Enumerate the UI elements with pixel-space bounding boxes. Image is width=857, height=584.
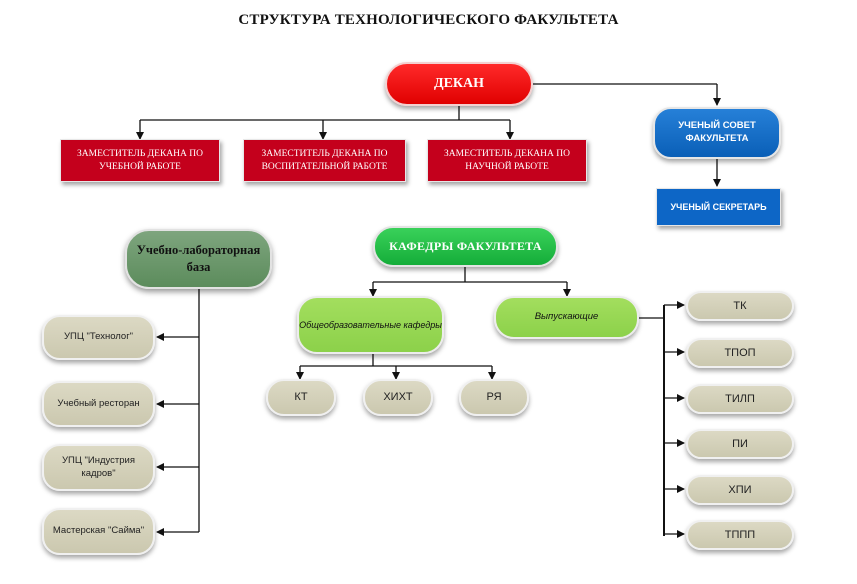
council-node: УЧЕНЫЙ СОВЕТ ФАКУЛЬТЕТА [653, 107, 781, 159]
dept-rya: РЯ [459, 379, 529, 416]
lab-item-saima: Мастерская "Сайма" [42, 508, 155, 555]
lab-item-tekhnolog: УПЦ "Технолог" [42, 315, 155, 360]
graduating-departments-node: Выпускающие [494, 296, 639, 339]
dept-tpop: ТПОП [686, 338, 794, 368]
lab-item-industriya: УПЦ "Индустрия кадров" [42, 444, 155, 491]
dept-hiht: ХИХТ [363, 379, 433, 416]
page-title: СТРУКТУРА ТЕХНОЛОГИЧЕСКОГО ФАКУЛЬТЕТА [238, 12, 619, 28]
dept-tk: ТК [686, 291, 794, 321]
departments-node: КАФЕДРЫ ФАКУЛЬТЕТА [373, 226, 558, 267]
dept-pi: ПИ [686, 429, 794, 459]
lab-item-restaurant: Учебный ресторан [42, 381, 155, 427]
dept-kt: КТ [266, 379, 336, 416]
dept-tilp: ТИЛП [686, 384, 794, 414]
dean-node: ДЕКАН [385, 62, 533, 106]
general-departments-node: Общеобразовательные кафедры [297, 296, 444, 354]
deputy-upbringing-node: ЗАМЕСТИТЕЛЬ ДЕКАНА ПО ВОСПИТАТЕЛЬНОЙ РАБ… [243, 139, 406, 182]
lab-base-node: Учебно-лабораторная база [125, 229, 272, 289]
dept-tppp: ТППП [686, 520, 794, 550]
deputy-science-node: ЗАМЕСТИТЕЛЬ ДЕКАНА ПО НАУЧНОЙ РАБОТЕ [427, 139, 587, 182]
dept-hpi: ХПИ [686, 475, 794, 505]
deputy-academic-node: ЗАМЕСТИТЕЛЬ ДЕКАНА ПО УЧЕБНОЙ РАБОТЕ [60, 139, 220, 182]
secretary-node: УЧЕНЫЙ СЕКРЕТАРЬ [656, 188, 781, 226]
